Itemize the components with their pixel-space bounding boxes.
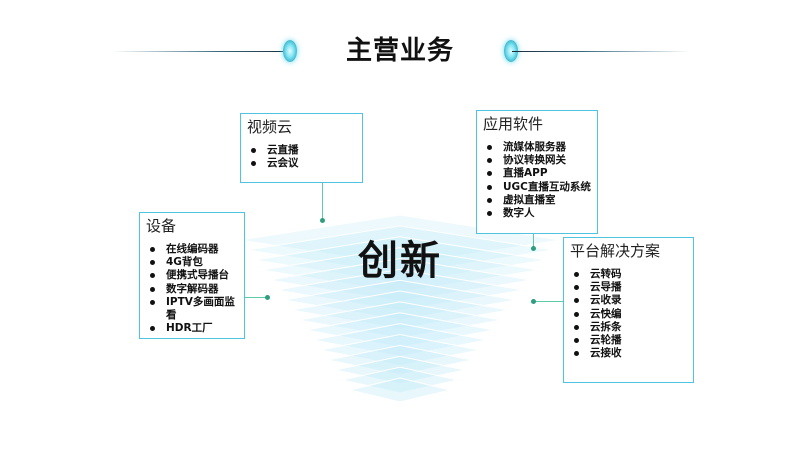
pyramid-layer (349, 377, 451, 403)
device-title: 设备 (146, 217, 177, 235)
list-item: 数字人 (483, 207, 591, 220)
list-item: HDR工厂 (146, 322, 238, 335)
video-cloud-list: 云直播云会议 (247, 144, 356, 170)
pyramid-layer (247, 225, 553, 275)
pyramid-layer (342, 366, 458, 394)
pyramid-layer (305, 312, 495, 348)
list-item: 流媒体服务器 (483, 141, 591, 154)
list-item: 虚拟直播室 (483, 194, 591, 207)
app-software-title: 应用软件 (483, 115, 544, 133)
pyramid-layer (335, 355, 465, 385)
list-item: 云快编 (570, 308, 687, 321)
list-item: 直播APP (483, 167, 591, 180)
glow-orb-right-icon (504, 40, 518, 62)
connector-dot-video-cloud (320, 218, 325, 223)
list-item: 云拆条 (570, 321, 687, 334)
connector-dot-device (265, 295, 270, 300)
list-item: 数字解码器 (146, 283, 238, 296)
title-divider-right (512, 51, 690, 52)
list-item: 云收录 (570, 294, 687, 307)
pyramid-layer (261, 247, 539, 293)
glow-orb-left-icon (283, 40, 297, 62)
pyramid-layer (254, 236, 546, 284)
connector-dot-app-software (531, 246, 536, 251)
connector-video-cloud (322, 183, 323, 220)
list-item: 便携式导播台 (146, 269, 238, 282)
pyramid-layer (320, 334, 480, 366)
pyramid-layers (239, 214, 561, 403)
pyramid-layer (291, 290, 509, 330)
list-item: 云轮播 (570, 334, 687, 347)
connector-platform (535, 301, 563, 302)
list-item: IPTV多画面监看 (146, 296, 238, 322)
connector-dot-platform (531, 299, 536, 304)
core-label: 创新 (358, 238, 442, 284)
list-item: UGC直播互动系统 (483, 181, 591, 194)
list-item: 云转码 (570, 268, 687, 281)
list-item: 云接收 (570, 347, 687, 360)
platform-solutions-title: 平台解决方案 (570, 242, 661, 260)
list-item: 协议转换网关 (483, 154, 591, 167)
list-item: 在线编码器 (146, 243, 238, 256)
pyramid-layer (327, 344, 473, 376)
platform-solutions-list: 云转码云导播云收录云快编云拆条云轮播云接收 (570, 268, 687, 360)
pyramid-layer (276, 268, 524, 312)
list-item: 云导播 (570, 281, 687, 294)
list-item: 4G背包 (146, 256, 238, 269)
pyramid-layer (283, 279, 517, 321)
platform-solutions-box: 平台解决方案 云转码云导播云收录云快编云拆条云轮播云接收 (563, 237, 694, 383)
video-cloud-title: 视频云 (247, 118, 293, 136)
list-item: 云会议 (247, 157, 356, 170)
pyramid-layer (298, 301, 502, 339)
connector-app-software (533, 234, 534, 248)
title-divider-left (112, 51, 290, 52)
list-item: 云直播 (247, 144, 356, 157)
video-cloud-box: 视频云 云直播云会议 (240, 113, 363, 183)
page-title: 主营业务 (345, 36, 454, 66)
connector-device (245, 297, 267, 298)
